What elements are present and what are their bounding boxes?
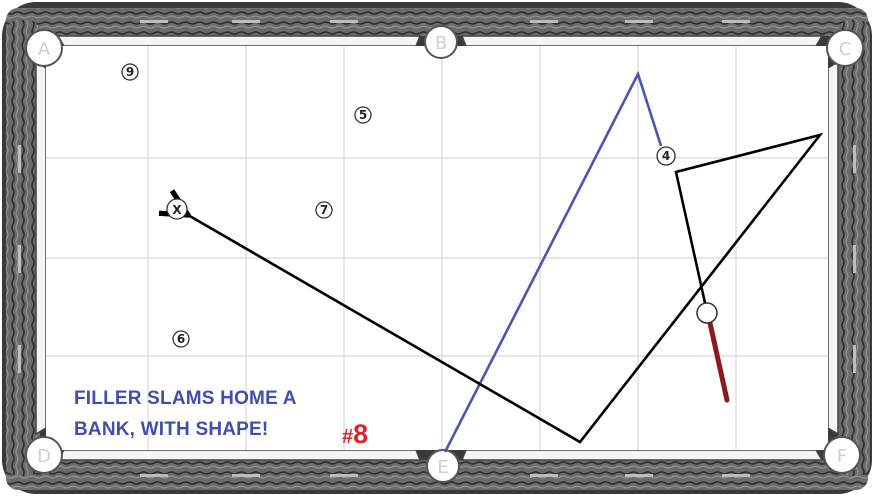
shot-number: #8: [342, 419, 368, 450]
ball-5: 5: [354, 106, 372, 124]
pocket-c: C: [826, 29, 864, 67]
ball-4: 4: [656, 146, 676, 166]
target-label: X: [172, 203, 182, 217]
shot-number-prefix: #: [342, 426, 354, 448]
cue-ball: [696, 302, 718, 324]
ball-6-label: 6: [177, 332, 185, 346]
pocket-c-label: C: [839, 39, 852, 60]
diamond-grid: [46, 46, 828, 450]
ball-7: 7: [315, 201, 333, 219]
pocket-d-label: D: [37, 446, 51, 467]
pocket-b-label: B: [435, 33, 447, 54]
object-ball-path: [443, 70, 663, 453]
pocket-f: F: [823, 436, 861, 474]
ball-6: 6: [172, 330, 190, 348]
target-position-marker: X: [166, 198, 188, 220]
pocket-e-label: E: [437, 457, 448, 478]
top-rail: [6, 8, 868, 36]
caption-line-1: FILLER SLAMS HOME A: [74, 388, 297, 409]
pocket-a: A: [25, 29, 63, 67]
ball-5-label: 5: [359, 108, 367, 122]
pocket-f-label: F: [837, 446, 847, 467]
felt: [46, 46, 828, 450]
shot-number-value: 8: [353, 419, 369, 449]
left-rail: [6, 20, 40, 476]
cue-stick: [707, 320, 730, 403]
ball-9-label: 9: [126, 65, 134, 79]
ball-7-label: 7: [320, 203, 328, 217]
ball-9: 9: [121, 63, 139, 81]
balls: 9 5 4 7 6 X: [121, 63, 718, 348]
pocket-e: E: [426, 449, 460, 483]
caption-line-2: BANK, WITH SHAPE!: [74, 419, 269, 440]
ball-4-label: 4: [662, 149, 670, 163]
pocket-b: B: [424, 25, 458, 59]
pocket-a-label: A: [38, 39, 51, 60]
pockets: A B C D E F: [25, 25, 864, 483]
pocket-d: D: [25, 436, 63, 474]
cue-ball-path: [188, 132, 824, 444]
shot-caption: FILLER SLAMS HOME A BANK, WITH SHAPE!: [74, 383, 297, 445]
